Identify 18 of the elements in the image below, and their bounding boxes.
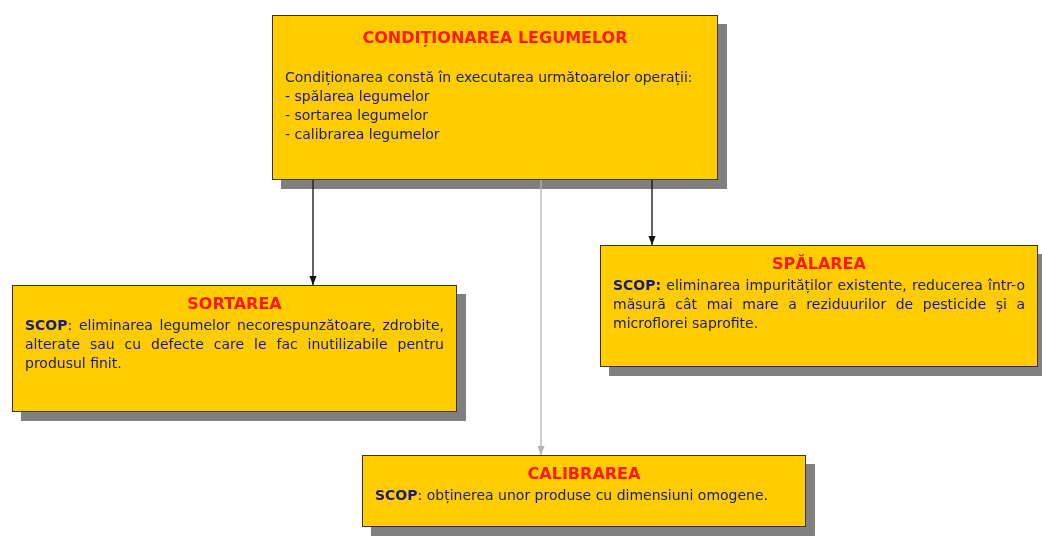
box-description: SCOP: obținerea unor produse cu dimensiuni omogene. <box>375 486 770 505</box>
arrow <box>648 179 656 246</box>
process-box <box>12 285 457 412</box>
box-description: SCOP: eliminarea legumelor necorespunzătoare, zdrobite, alterate sau cu defecte care le fac inutilizabile pentru produsul finit. <box>25 316 444 373</box>
box-title: CONDIȚIONAREA LEGUMELOR <box>361 28 629 48</box>
box-title: SORTAREA <box>186 294 283 314</box>
arrow <box>309 179 317 286</box>
list-item: - spălarea legumelor <box>285 87 431 106</box>
process-box <box>600 245 1038 367</box>
box-title: CALIBRAREA <box>526 464 642 484</box>
box-title: SPĂLAREA <box>771 254 867 274</box>
box-description: SCOP: eliminarea impurităților existente, reducerea într-o măsură cât mai mare a reziduurilor de pesticide și a microflorei saprofite. <box>613 276 1025 333</box>
box-description: Condiționarea constă în executarea următoarelor operații: <box>285 68 694 87</box>
list-item: - calibrarea legumelor <box>285 125 441 144</box>
list-item: - sortarea legumelor <box>285 106 429 125</box>
process-box <box>272 15 718 180</box>
arrow <box>537 179 545 456</box>
process-box <box>362 455 806 527</box>
